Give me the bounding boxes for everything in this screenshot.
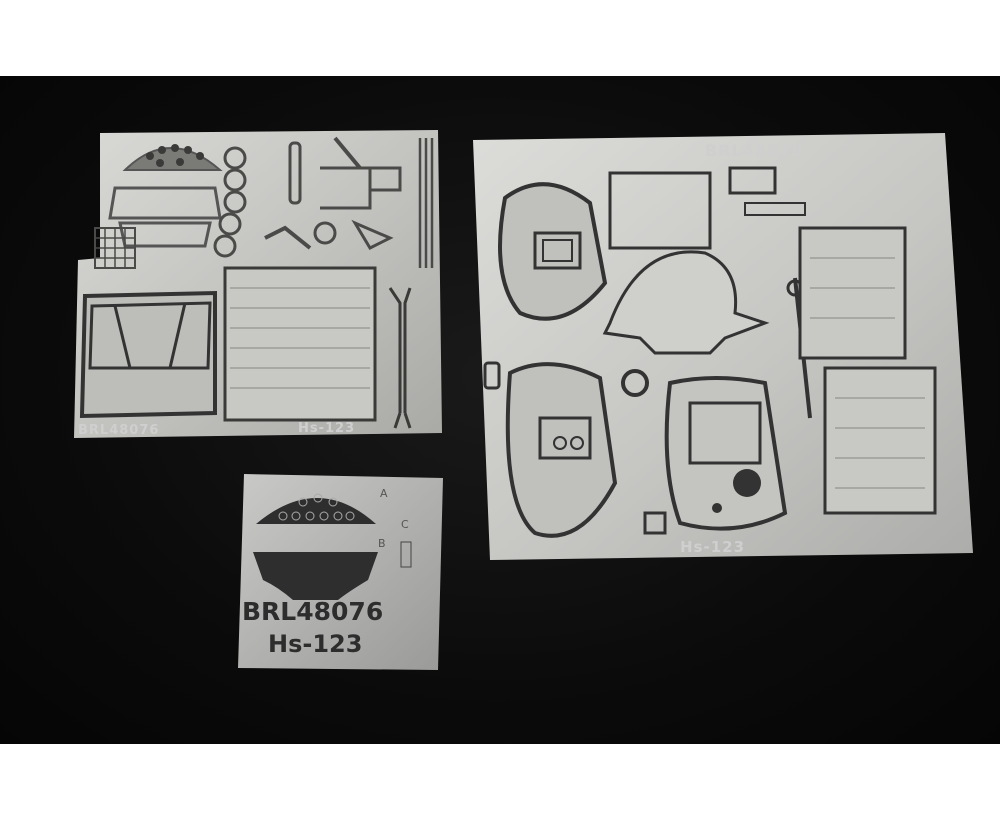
printed-film-sheet: A B C BRL48076 Hs-123 (238, 474, 443, 670)
film-label-c: C (401, 518, 409, 531)
film-label-b: B (378, 537, 386, 550)
film-label-a: A (380, 487, 388, 500)
film-code: BRL48076 (242, 597, 383, 626)
right-photo-etch-fret: BRL48076 Hs-123 (473, 133, 973, 560)
left-fret-code: BRL48076 (78, 423, 159, 438)
right-fret-model: Hs-123 (680, 538, 745, 556)
left-photo-etch-fret: BRL48076 Hs-123 (74, 130, 442, 438)
film-model: Hs-123 (268, 630, 362, 658)
right-fret-code: BRL48076 (705, 141, 803, 160)
left-fret-model: Hs-123 (298, 421, 355, 436)
